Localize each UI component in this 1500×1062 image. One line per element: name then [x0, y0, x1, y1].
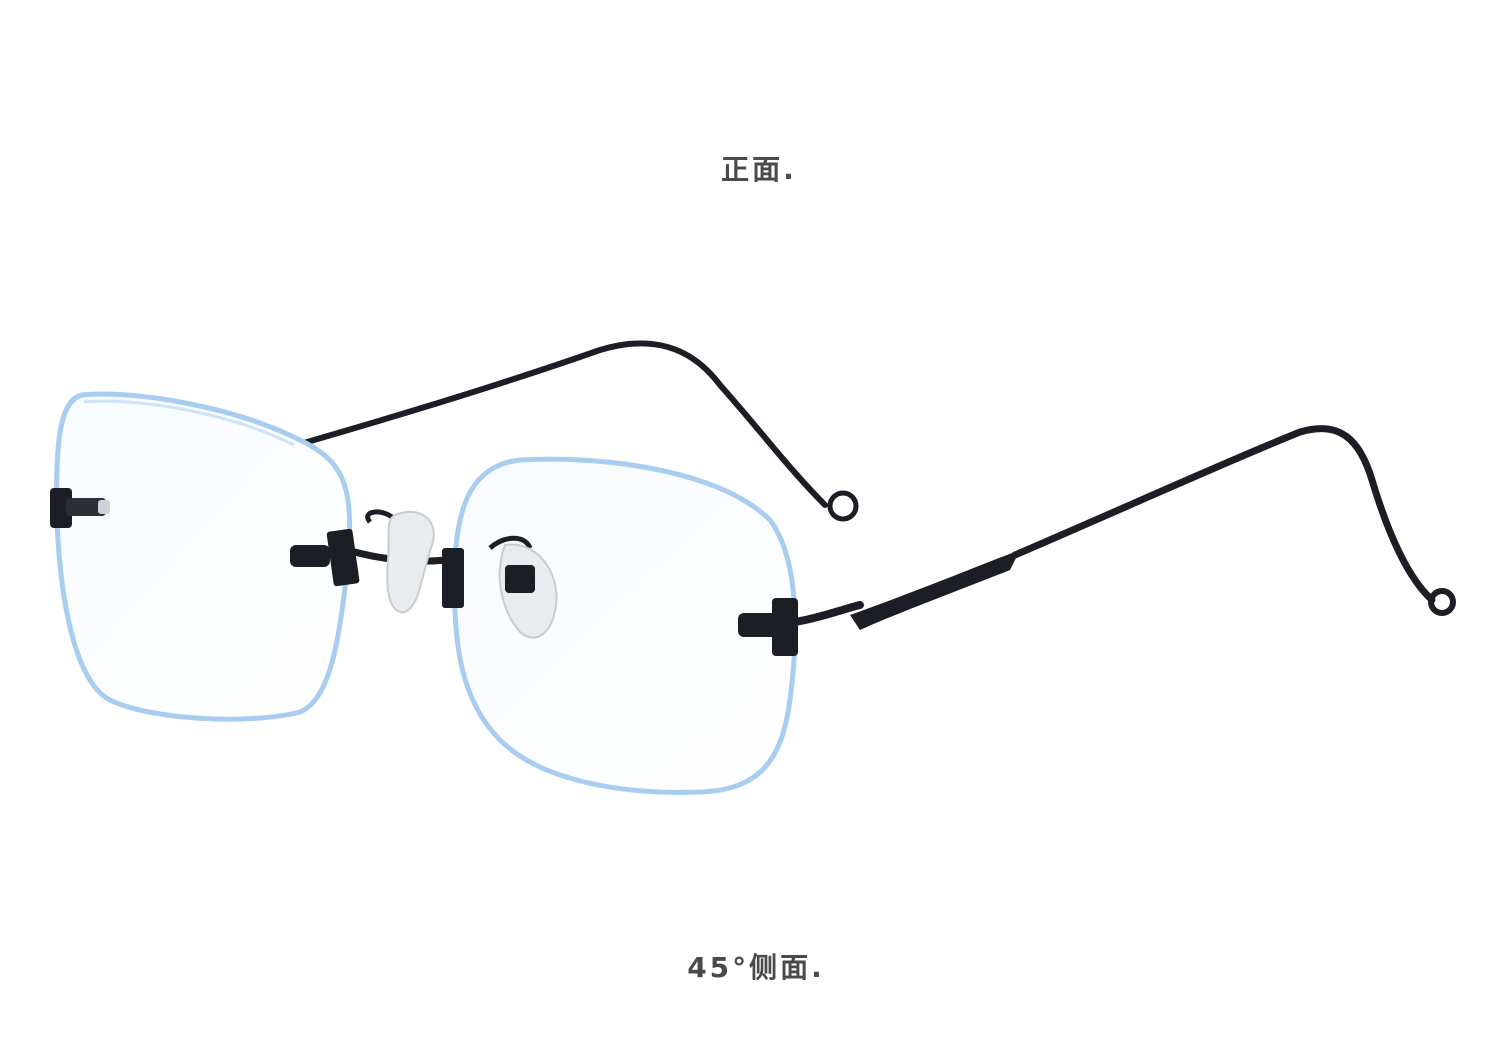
- left-hinge: [50, 488, 110, 528]
- front-view-caption: 正面.: [721, 153, 797, 186]
- far-temple-tip-icon: [827, 490, 859, 522]
- left-lens: [54, 391, 353, 722]
- nose-pads: [386, 510, 558, 639]
- near-temple-arm: [738, 425, 1456, 656]
- side-view-caption: 45°侧面.: [687, 951, 825, 984]
- near-temple-tip-icon: [1428, 588, 1456, 616]
